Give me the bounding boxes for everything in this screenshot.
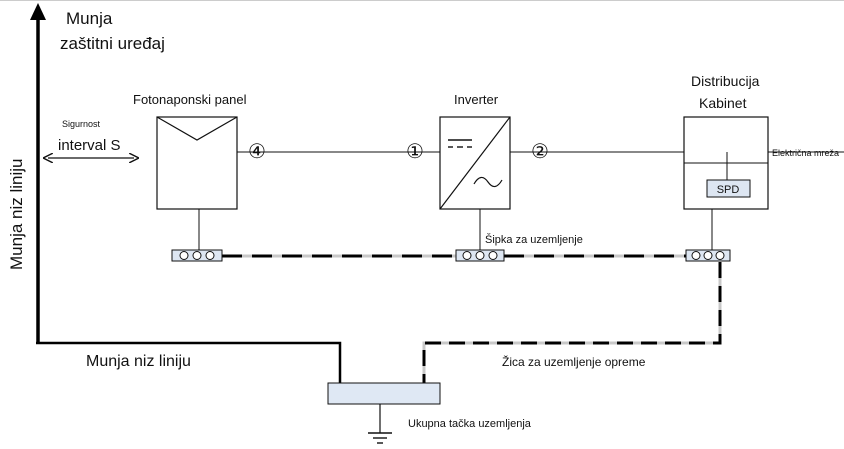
grounding-bar-cabinet [685, 249, 731, 262]
marker-4: ④ [248, 141, 266, 163]
cabinet-label: Distribucija Kabinet [691, 73, 763, 111]
grounding-bar-label: Šipka za uzemljenje [485, 233, 583, 246]
equipment-ground-conductor [222, 254, 722, 385]
safety-small-label: Sigurnost [62, 119, 101, 129]
grounding-bar-pv [171, 249, 223, 262]
spd-box-label: SPD [717, 184, 740, 196]
down-conductor-horizontal [36, 341, 342, 385]
marker-1: ① [406, 141, 424, 163]
safety-interval-label: interval S [58, 137, 121, 154]
ac-wave-icon [473, 176, 503, 188]
earth-ground-icon [368, 432, 392, 444]
grounding-bar-inverter [455, 249, 505, 262]
pv-panel-icon [156, 116, 238, 141]
marker-2: ② [531, 141, 549, 163]
common-ground-block [327, 382, 441, 405]
equipment-wire-label: Žica za uzemljenje opreme [502, 354, 646, 369]
horizontal-down-label: Munja niz liniju [86, 353, 191, 370]
common-point-label: Ukupna tačka uzemljenja [408, 418, 532, 430]
pv-panel-label: Fotonaponski panel [133, 92, 247, 107]
grid-label: Električna mreža [772, 148, 839, 158]
spd-box [706, 179, 751, 198]
vertical-down-label: Munja niz liniju [7, 159, 26, 271]
up-arrow-icon [30, 3, 46, 20]
inverter-label: Inverter [454, 92, 499, 107]
spd-device-label: Munja zaštitni uređaj [60, 9, 165, 53]
pv-panel-box [156, 116, 238, 210]
inverter-diagonal [439, 116, 511, 210]
